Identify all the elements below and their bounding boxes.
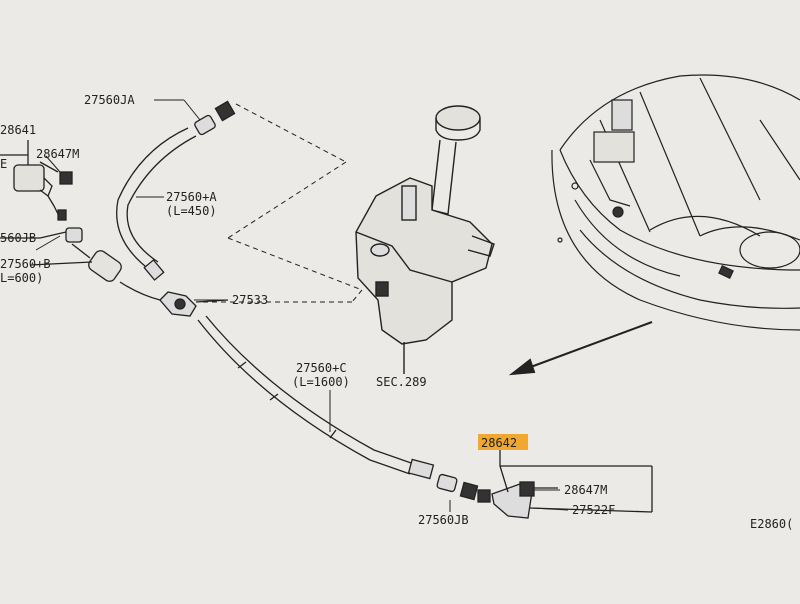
- label-27560a-length: (L=450): [166, 204, 217, 218]
- vehicle-front: [551, 74, 800, 331]
- label-27522f: 27522F: [572, 503, 615, 517]
- check-valve-27533: [159, 291, 229, 317]
- label-27560a: 27560+A: [166, 190, 217, 204]
- label-sec-289: SEC.289: [376, 375, 427, 389]
- label-27560b: 27560+B: [0, 257, 51, 271]
- label-28642: 28642: [481, 436, 517, 450]
- hose-27560-a: [116, 100, 236, 281]
- label-27560jb-left: 560JB: [0, 231, 36, 245]
- label-27560c: 27560+C: [296, 361, 347, 375]
- label-e-code: E2860(: [750, 517, 793, 531]
- label-27533: 27533: [232, 293, 268, 307]
- hose-27560-c: [197, 315, 479, 501]
- leader-lines: [35, 99, 569, 512]
- label-28641: 28641: [0, 123, 36, 137]
- label-28647m-top: 28647M: [36, 147, 79, 161]
- direction-arrow: [508, 321, 653, 376]
- left-nozzle-assembly: [0, 140, 161, 301]
- highlight-28642: [478, 434, 528, 450]
- label-27560b-length: L=600): [0, 271, 43, 285]
- label-28647m-bottom: 28647M: [564, 483, 607, 497]
- washer-tank: [355, 105, 495, 374]
- label-27560ja: 27560JA: [84, 93, 135, 107]
- label-27560c-length: (L=1600): [292, 375, 350, 389]
- label-28641-letter: E: [0, 157, 7, 171]
- dashed-callouts: [200, 103, 363, 303]
- label-27560jb-bottom: 27560JB: [418, 513, 469, 527]
